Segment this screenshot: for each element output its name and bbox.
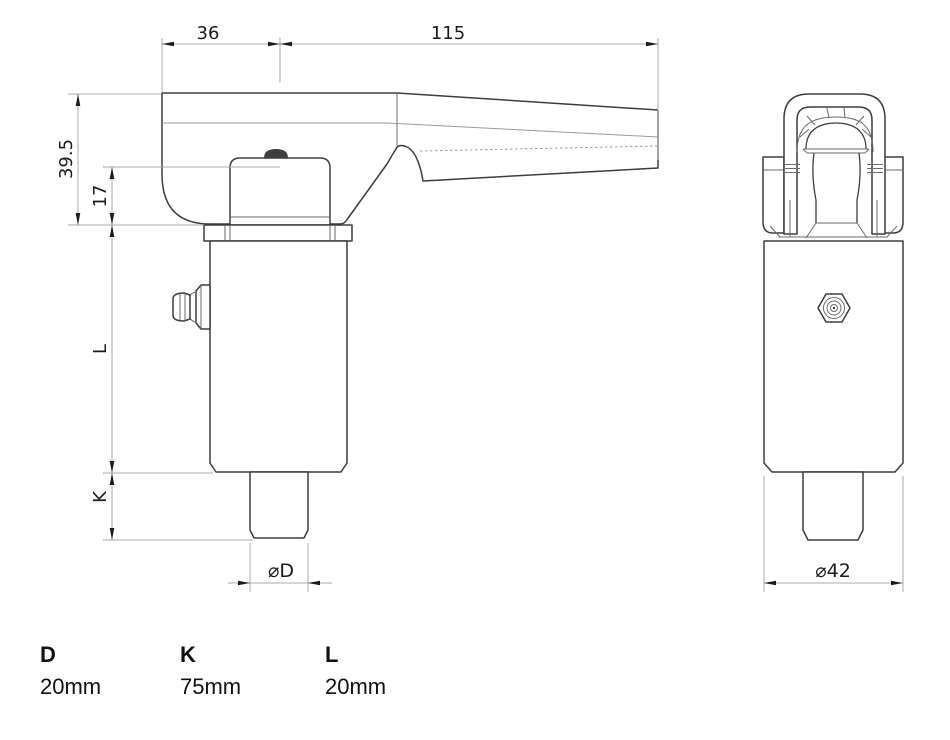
dim-body-length: L (90, 225, 213, 474)
dimension-arrow (238, 580, 250, 586)
dimension-arrow (109, 213, 115, 225)
threaded-stud-front (802, 471, 864, 541)
dimension-arrow (280, 41, 292, 47)
lever-top-contour-line (162, 122, 659, 138)
dim-label-36: 36 (197, 23, 220, 44)
pivot-pin-marks (784, 164, 883, 173)
dim-body-diameter: ⌀42 (763, 476, 904, 592)
dimension-arrow (162, 41, 174, 47)
dimension-arrow (308, 580, 320, 586)
dim-hub-width: 36 (161, 23, 281, 92)
dimension-arrow (109, 225, 115, 237)
spec-key-k: K (180, 642, 196, 667)
dimension-arrow (109, 528, 115, 540)
spec-entry-k: K 75mm (180, 642, 310, 701)
dim-label-39-5: 39.5 (56, 139, 77, 179)
spec-entry-l: L 20mm (325, 642, 455, 701)
dim-hub-height: 17 (90, 166, 280, 225)
spec-table: D 20mm K 75mm L 20mm (0, 642, 950, 712)
dim-stud-length: K (90, 473, 253, 541)
dimension-arrow (268, 41, 280, 47)
dimension-arrow (109, 461, 115, 473)
dimension-arrow (75, 213, 81, 225)
spec-entry-d: D 20mm (40, 642, 170, 701)
front-view (762, 93, 904, 541)
spec-value-d: 20mm (40, 674, 102, 700)
spec-key-l: L (325, 642, 339, 667)
threaded-stud (249, 471, 309, 539)
side-view (161, 92, 659, 539)
dim-handle-width: 115 (280, 23, 659, 160)
dimension-arrow (891, 580, 903, 586)
dim-label-dia-D: ⌀D (268, 560, 294, 582)
dim-stud-diameter: ⌀D (228, 543, 332, 592)
cylinder-body-front (763, 240, 904, 473)
dim-label-115: 115 (431, 23, 465, 44)
grease-nipple-side (172, 284, 211, 330)
dim-label-L: L (90, 344, 111, 354)
dimension-arrow (109, 167, 115, 179)
collar-slot-edges (224, 226, 336, 240)
dimension-arrow (646, 41, 658, 47)
handle-stirrup (783, 93, 886, 235)
pivot-pin-top (264, 149, 288, 158)
dimension-arrow (109, 473, 115, 485)
cylinder-body (209, 240, 348, 473)
clevis-ear-left (762, 156, 785, 234)
dimension-arrow (75, 94, 81, 106)
dim-label-K: K (90, 490, 111, 503)
dim-overall-height: 39.5 (56, 93, 204, 226)
spec-value-k: 75mm (180, 674, 242, 700)
dimension-arrow (764, 580, 776, 586)
dim-label-dia-42: ⌀42 (815, 560, 851, 582)
grease-nipple-front (817, 293, 851, 323)
handle-crown-details (769, 107, 898, 239)
spec-value-l: 20mm (325, 674, 387, 700)
spec-key-d: D (40, 642, 56, 667)
hub-cap (229, 157, 331, 226)
dim-label-17: 17 (90, 185, 111, 208)
